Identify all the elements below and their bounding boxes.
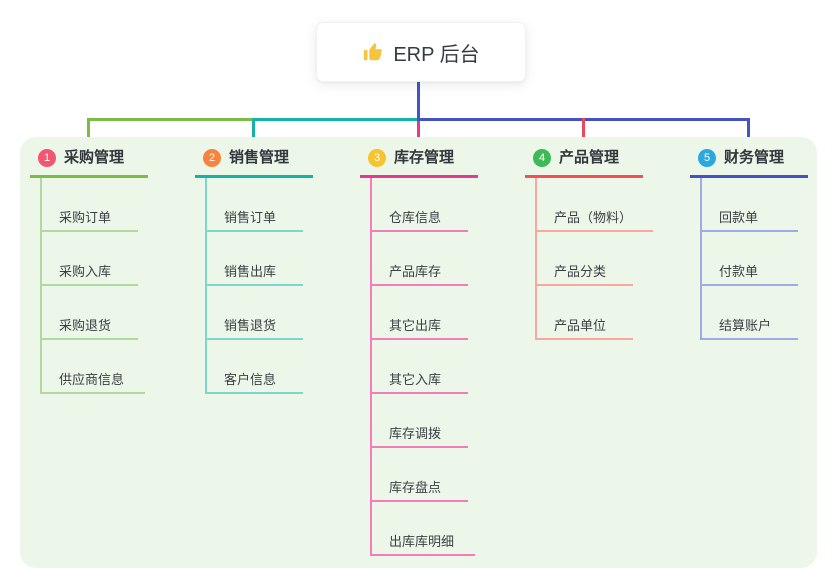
child-node[interactable]: 出库库明细 <box>372 502 476 556</box>
child-node[interactable]: 仓库信息 <box>372 178 468 232</box>
branch-children-finance: 回款单 付款单 结算账户 <box>700 178 808 340</box>
child-node[interactable]: 付款单 <box>702 232 798 286</box>
child-node[interactable]: 销售退货 <box>207 286 303 340</box>
child-node[interactable]: 其它入库 <box>372 340 468 394</box>
branches-panel <box>20 137 817 568</box>
connector-drop-product <box>582 118 585 147</box>
branch-node-product[interactable]: 4 产品管理 <box>525 148 643 178</box>
branch-label: 库存管理 <box>394 149 455 166</box>
branch-product: 4 产品管理 产品（物料） 产品分类 产品单位 <box>525 148 654 340</box>
child-node[interactable]: 销售订单 <box>207 178 303 232</box>
branch-children-purchase: 采购订单 采购入库 采购退货 供应商信息 <box>40 178 148 394</box>
child-node[interactable]: 销售出库 <box>207 232 303 286</box>
child-node[interactable]: 结算账户 <box>702 286 798 340</box>
child-node[interactable]: 回款单 <box>702 178 798 232</box>
child-node[interactable]: 采购退货 <box>42 286 138 340</box>
branch-children-product: 产品（物料） 产品分类 产品单位 <box>535 178 654 340</box>
child-node[interactable]: 其它出库 <box>372 286 468 340</box>
connector-drop-sales <box>252 118 255 147</box>
child-node[interactable]: 库存调拨 <box>372 394 468 448</box>
branch-sales: 2 销售管理 销售订单 销售出库 销售退货 客户信息 <box>195 148 313 394</box>
branch-inventory: 3 库存管理 仓库信息 产品库存 其它出库 其它入库 库存调拨 库存盘点 出库库… <box>360 148 478 556</box>
thumbs-up-icon <box>362 41 384 63</box>
branch-node-inventory[interactable]: 3 库存管理 <box>360 148 478 178</box>
child-node[interactable]: 采购订单 <box>42 178 138 232</box>
connector-horizontal-green <box>87 118 254 121</box>
child-node[interactable]: 产品分类 <box>537 232 633 286</box>
connector-drop-purchase <box>87 118 90 147</box>
branch-children-sales: 销售订单 销售出库 销售退货 客户信息 <box>205 178 313 394</box>
root-node-label: ERP 后台 <box>393 43 480 66</box>
branch-label: 产品管理 <box>559 149 620 166</box>
branch-node-finance[interactable]: 5 财务管理 <box>690 148 808 178</box>
child-node[interactable]: 采购入库 <box>42 232 138 286</box>
connector-drop-finance <box>747 118 750 147</box>
branch-label: 财务管理 <box>724 149 785 166</box>
branch-purchase: 1 采购管理 采购订单 采购入库 采购退货 供应商信息 <box>30 148 148 394</box>
child-node[interactable]: 产品单位 <box>537 286 633 340</box>
badge-number-3: 3 <box>368 149 386 167</box>
connector-drop-inventory <box>417 121 420 147</box>
branch-node-sales[interactable]: 2 销售管理 <box>195 148 313 178</box>
child-node[interactable]: 产品（物料） <box>537 178 654 232</box>
badge-number-4: 4 <box>533 149 551 167</box>
root-node-erp[interactable]: ERP 后台 <box>316 22 526 82</box>
branch-children-inventory: 仓库信息 产品库存 其它出库 其它入库 库存调拨 库存盘点 出库库明细 <box>370 178 478 556</box>
child-node[interactable]: 供应商信息 <box>42 340 146 394</box>
badge-number-2: 2 <box>203 149 221 167</box>
connector-root-trunk <box>417 80 420 121</box>
child-node[interactable]: 产品库存 <box>372 232 468 286</box>
badge-number-5: 5 <box>698 149 716 167</box>
badge-number-1: 1 <box>38 149 56 167</box>
branch-label: 采购管理 <box>64 149 125 166</box>
child-node[interactable]: 客户信息 <box>207 340 303 394</box>
connector-horizontal-teal <box>254 118 419 121</box>
branch-label: 销售管理 <box>229 149 290 166</box>
branch-finance: 5 财务管理 回款单 付款单 结算账户 <box>690 148 808 340</box>
branch-node-purchase[interactable]: 1 采购管理 <box>30 148 148 178</box>
child-node[interactable]: 库存盘点 <box>372 448 468 502</box>
